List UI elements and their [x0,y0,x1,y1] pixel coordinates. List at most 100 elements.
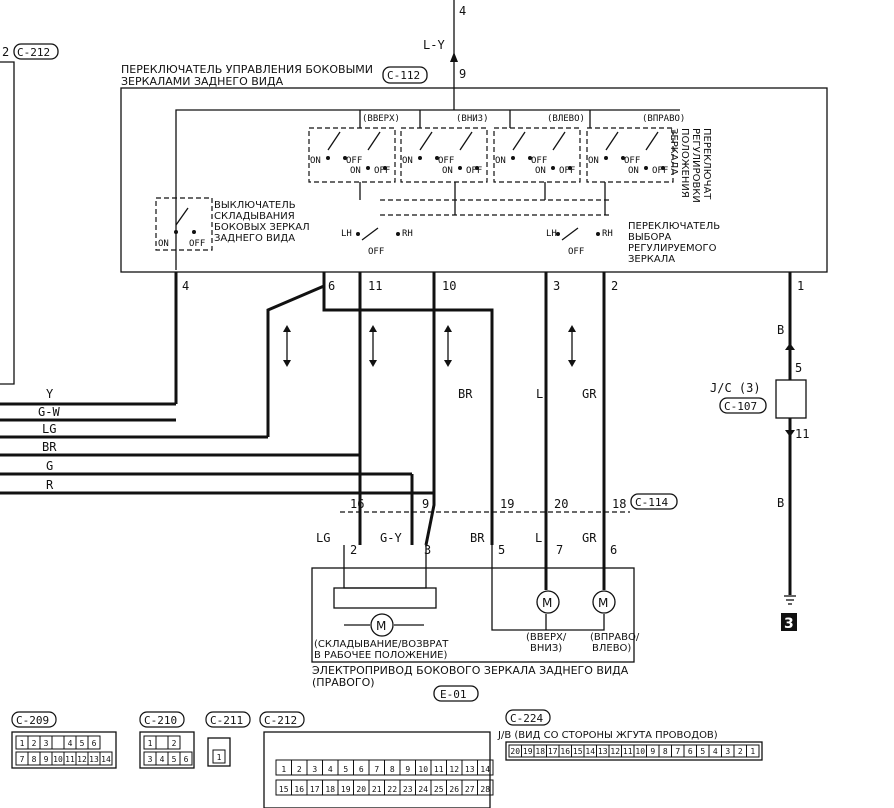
c212-pin-number: 20 [356,785,366,794]
mirror-pin-5: 5 [498,543,505,557]
actuator-title-2: (ПРАВОГО) [312,676,375,689]
select-label-line: ЗЕРКАЛА [628,254,675,265]
c224-pin-number: 2 [738,747,743,756]
c209-pin-number: 13 [89,755,99,764]
rh-label: RH [602,229,613,239]
rightleft-motor-icon [592,590,616,614]
pin-3: 3 [553,279,560,293]
c209-name: C-209 [16,714,49,727]
c212-pin-number: 26 [449,785,459,794]
c210-pin-number: 1 [148,739,153,748]
jc-label: J/C (3) [710,381,761,395]
switch-title-2: ЗЕРКАЛАМИ ЗАДНЕГО ВИДА [121,75,284,88]
on-label: ON [495,156,506,166]
c212-pin-number: 24 [418,785,428,794]
fold-motor-icon [370,613,394,637]
mirror-color-br: BR [470,531,485,545]
c212-pin-number: 5 [343,765,348,774]
c112-connector-badge [382,66,428,84]
c224-pin-number: 9 [650,747,655,756]
c224-pin-number: 6 [688,747,693,756]
rh-label: RH [402,229,413,239]
off-label: OFF [368,247,384,257]
c209-pin-number: 6 [92,739,97,748]
mirror-pin-6: 6 [610,543,617,557]
c212-badge [259,711,305,728]
c212-pin-number: 1 [281,765,286,774]
c209-pin-cell [51,735,65,750]
c224-pin-number: 4 [713,747,718,756]
c212-pin-number: 8 [390,765,395,774]
dir-left: (ВЛЕВО) [547,114,585,124]
c224-name: C-224 [510,712,543,725]
c224-pin-number: 11 [623,747,633,756]
on-label: ON [535,166,546,176]
c209-pin-number: 3 [44,739,49,748]
adjust-label-line: ЗЕРКАЛА [668,128,679,175]
vwire-6b [322,286,494,545]
pin-4: 4 [182,279,189,293]
c212-left-badge [13,43,59,60]
on-label: ON [310,156,321,166]
c210-badge [139,711,185,728]
c224-pin-number: 19 [523,747,533,756]
adjust-switch-up: ON OFF ON OFF [308,127,396,183]
c224-pin-number: 18 [535,747,545,756]
jc-box [775,379,807,419]
c212-prefix: 2 [2,45,9,59]
color-gr: GR [582,387,597,401]
jc-pin-11: 11 [795,427,809,441]
c114-pin-16: 16 [350,497,364,511]
c209-badge [11,711,57,728]
c211-name: C-211 [210,714,243,727]
c210-pin-number: 4 [160,755,165,764]
c114-pin-20: 20 [554,497,568,511]
top-pin-9: 9 [459,67,466,81]
c212-pin-number: 18 [325,785,335,794]
c212-pin-number: 12 [449,765,459,774]
c211-pin-number: 1 [217,753,222,762]
jc-connector: C-107 [724,400,757,413]
c212-pin-number: 22 [387,785,397,794]
fold-label-line: БОКОВЫХ ЗЕРКАЛ [214,222,310,233]
c210-housing [139,731,195,769]
lh-label: LH [341,229,352,239]
c211-housing [207,737,231,767]
fold-label-line: ВЫКЛЮЧАТЕЛЬ [214,200,296,211]
arrow-icon [283,325,795,437]
mirror-color-gr: GR [582,531,597,545]
top-wire-color: L-Y [423,38,445,52]
adjust-switch-right: ON OFF ON OFF [586,127,674,183]
c209-pin-cell [87,735,101,750]
c210-pin-cell [155,735,169,750]
c212-pin-number: 7 [374,765,379,774]
fold-label-line: ЗАДНЕГО ВИДА [214,233,295,244]
on-label: ON [442,166,453,176]
c114-name: C-114 [635,496,668,509]
off-label: OFF [346,156,362,166]
fold-off: OFF [189,239,205,249]
mirror-color-gy: G-Y [380,531,402,545]
c209-pin-cell [99,751,113,766]
fold-caption-1: (СКЛАДЫВАНИЕ/ВОЗВРАТ [314,639,449,650]
c212-pin-number: 27 [465,785,475,794]
mirror-pin-2: 2 [350,543,357,557]
updown-caption-1: (ВВЕРХ/ [526,632,567,643]
c224-pin-number: 8 [663,747,668,756]
c210-pin-number: 2 [172,739,177,748]
c209-pin-number: 5 [80,739,85,748]
c212-pin-number: 10 [418,765,428,774]
c114-pin-9: 9 [422,497,429,511]
c210-pin-number: 5 [172,755,177,764]
off-label: OFF [438,156,454,166]
c212-pin-number: 17 [310,785,320,794]
c212-pin-number: 23 [403,785,413,794]
c212-pin-number: 11 [434,765,444,774]
ground-icon [784,595,796,605]
c224-pin-number: 10 [635,747,645,756]
c210-pin-number: 6 [184,755,189,764]
off-label: OFF [559,166,575,176]
mirror-color-lg: LG [316,531,330,545]
ground-number: 3 [784,616,794,632]
off-label: OFF [652,166,668,176]
